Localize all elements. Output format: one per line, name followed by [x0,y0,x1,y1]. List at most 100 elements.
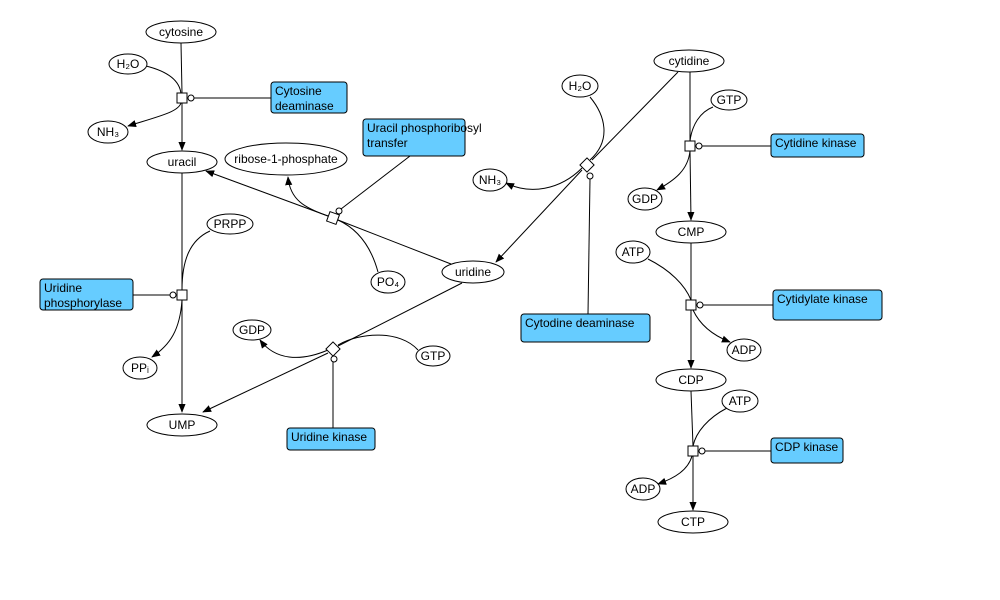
reaction-node[interactable] [325,341,341,357]
metabolite-shape [615,240,651,264]
metabolite-prpp[interactable]: PRPP [206,213,254,235]
enzyme-label: transfer [367,136,408,150]
reaction-node[interactable] [684,140,696,152]
edge [692,407,728,447]
metabolite-shape [627,187,663,211]
metabolite-adp-1[interactable]: ADP [726,338,762,362]
metabolite-shape [561,74,599,98]
metabolite-shape [87,120,129,144]
catalysis-marker [695,142,703,150]
metabolite-atp-2[interactable]: ATP [721,389,759,413]
edges [127,42,773,511]
metabolite-ctp[interactable]: CTP [657,510,729,534]
enzyme-cytodine-deaminase[interactable]: Cytodine deaminase [520,313,651,343]
metabolite-label: ADP [732,343,757,357]
metabolite-uracil[interactable]: uracil [146,150,218,174]
reaction-node[interactable] [579,157,595,173]
reaction-node[interactable] [176,92,188,104]
metabolite-adp-2[interactable]: ADP [625,477,661,501]
edge [690,390,694,447]
reaction-node[interactable] [687,445,699,457]
metabolite-cdp[interactable]: CDP [655,368,727,392]
metabolite-nh3-right[interactable]: NH₃ [472,168,508,192]
metabolite-gdp-right[interactable]: GDP [627,187,663,211]
enzyme-box [520,313,651,343]
metabolite-label: PRPP [214,217,247,231]
enzyme-label: Cytosine [275,84,322,98]
catalysis-marker [696,301,704,309]
edge [692,309,731,343]
metabolite-label: ADP [631,482,656,496]
metabolite-cytosine[interactable]: cytosine [145,20,217,44]
edge [202,352,329,413]
enzyme-label: Uracil phosphoribosyl [367,121,482,135]
metabolite-ump[interactable]: UMP [146,413,218,437]
edge [127,102,182,128]
metabolite-label: ATP [622,245,644,259]
reaction-nodes [169,92,706,457]
edge [151,299,183,358]
enzyme-label: Cytidine kinase [775,136,857,150]
metabolite-nh3-left[interactable]: NH₃ [87,120,129,144]
enzyme-box [362,118,466,157]
catalysis-marker [169,291,177,299]
metabolite-shape [146,150,218,174]
enzyme-cytidine-kinase[interactable]: Cytidine kinase [770,133,865,158]
metabolite-gdp-left[interactable]: GDP [232,319,272,341]
metabolite-gtp-left[interactable]: GTP [415,345,451,367]
enzyme-uridine-kinase[interactable]: Uridine kinase [286,427,376,451]
metabolite-gtp-right[interactable]: GTP [710,89,748,111]
enzyme-box [39,278,134,311]
metabolite-shape [146,413,218,437]
metabolite-cytidine[interactable]: cytidine [653,49,725,73]
edge [337,334,419,351]
metabolite-po4[interactable]: PO₄ [370,270,406,294]
metabolite-label: cytidine [669,54,710,68]
metabolite-ppi[interactable]: PPᵢ [122,356,158,380]
metabolite-shape [122,356,158,380]
edge [657,455,693,485]
reaction-node[interactable] [685,299,697,311]
reaction-node[interactable] [325,210,341,226]
metabolite-label: ATP [729,394,751,408]
edge [337,219,379,273]
metabolite-shape [145,20,217,44]
enzyme-cdp-kinase[interactable]: CDP kinase [770,437,844,464]
edge [259,339,329,358]
edge [181,230,211,291]
metabolite-ribose1p[interactable]: ribose-1-phosphate [224,142,348,176]
metabolite-label: CMP [678,225,705,239]
metabolite-shape [224,142,348,176]
metabolite-h2o-right[interactable]: H₂O [561,74,599,98]
enzyme-cytidylate-kinase[interactable]: Cytidylate kinase [772,289,883,321]
metabolite-atp-1[interactable]: ATP [615,240,651,264]
catalysis-marker [187,94,195,102]
metabolite-uridine[interactable]: uridine [441,260,505,284]
enzyme-label: phosphorylase [44,296,122,310]
edge [495,169,583,263]
metabolite-shape [206,213,254,235]
metabolite-label: uridine [455,265,491,279]
metabolite-label: GTP [421,349,446,363]
metabolite-h2o-left[interactable]: H₂O [108,53,148,75]
reaction-node[interactable] [176,289,188,301]
metabolite-label: H₂O [117,57,140,71]
metabolite-shape [108,53,148,75]
enzyme-uracil-prt[interactable]: Uracil phosphoribosyl transfer [362,118,482,157]
catalysis-marker [586,172,594,180]
edge [589,96,605,161]
edge [337,219,452,265]
enzyme-label: deaminase [275,99,334,113]
edge [180,42,183,94]
edge [656,150,691,191]
metabolite-label: GDP [632,192,658,206]
metabolite-shape [232,319,272,341]
metabolite-label: H₂O [569,79,592,93]
edge [340,155,411,210]
metabolite-cmp[interactable]: CMP [655,220,727,244]
